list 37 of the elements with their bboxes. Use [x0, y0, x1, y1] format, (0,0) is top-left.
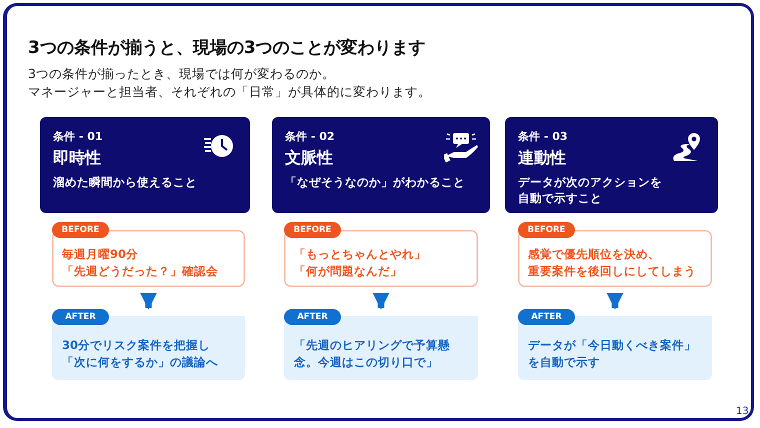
condition-card — [505, 117, 718, 213]
down-arrow — [606, 292, 624, 310]
slide-title: 3つの条件が揃うと、現場の3つのことが変わります — [28, 37, 426, 59]
after-box — [518, 309, 712, 380]
condition-card — [272, 117, 490, 213]
before-text: 毎週月曜90分「先週どうだった？」確認会 — [62, 246, 219, 280]
condition-number: 条件 - 03 — [518, 129, 568, 144]
before-badge: BEFORE — [284, 222, 341, 238]
condition-title: 連動性 — [518, 148, 566, 169]
condition-title: 文脈性 — [285, 148, 333, 169]
before-badge: BEFORE — [518, 222, 575, 238]
after-badge: AFTER — [52, 309, 109, 325]
before-box — [52, 222, 245, 287]
condition-text: 「なぜそうなのか」がわかること — [285, 174, 466, 190]
after-box — [52, 309, 245, 380]
before-box — [518, 222, 712, 287]
condition-number: 条件 - 01 — [53, 129, 103, 144]
page-number: 13 — [736, 406, 749, 417]
after-box — [284, 309, 478, 380]
condition-card — [40, 117, 250, 213]
before-text: 感覚で優先順位を決め、重要案件を後回しにしてしまう — [528, 246, 697, 280]
before-badge: BEFORE — [52, 222, 109, 238]
before-box — [284, 222, 478, 287]
down-arrow — [140, 292, 157, 310]
down-arrow — [372, 292, 390, 310]
after-text: 「先週のヒアリングで予算懸念。今週はこの切り口で」 — [294, 337, 451, 371]
condition-title: 即時性 — [53, 148, 101, 169]
after-text: データが「今日動くべき案件」を自動で示す — [528, 337, 697, 371]
condition-text: データが次のアクションを自動で示すこと — [518, 174, 663, 206]
after-text: 30分でリスク案件を把握し「次に何をするか」の議論へ — [62, 337, 219, 371]
condition-number: 条件 - 02 — [285, 129, 335, 144]
after-badge: AFTER — [518, 309, 575, 325]
subtitle-text: マネージャーと担当者、それぞれの「日常」が具体的に変わります。 — [28, 84, 431, 101]
condition-text: 溜めた瞬間から使えること — [53, 174, 198, 190]
subtitle-text: 3つの条件が揃ったとき、現場では何が変わるのか。 — [28, 66, 335, 83]
before-text: 「もっとちゃんとやれ」「何が問題なんだ」 — [294, 246, 427, 280]
after-badge: AFTER — [284, 309, 341, 325]
